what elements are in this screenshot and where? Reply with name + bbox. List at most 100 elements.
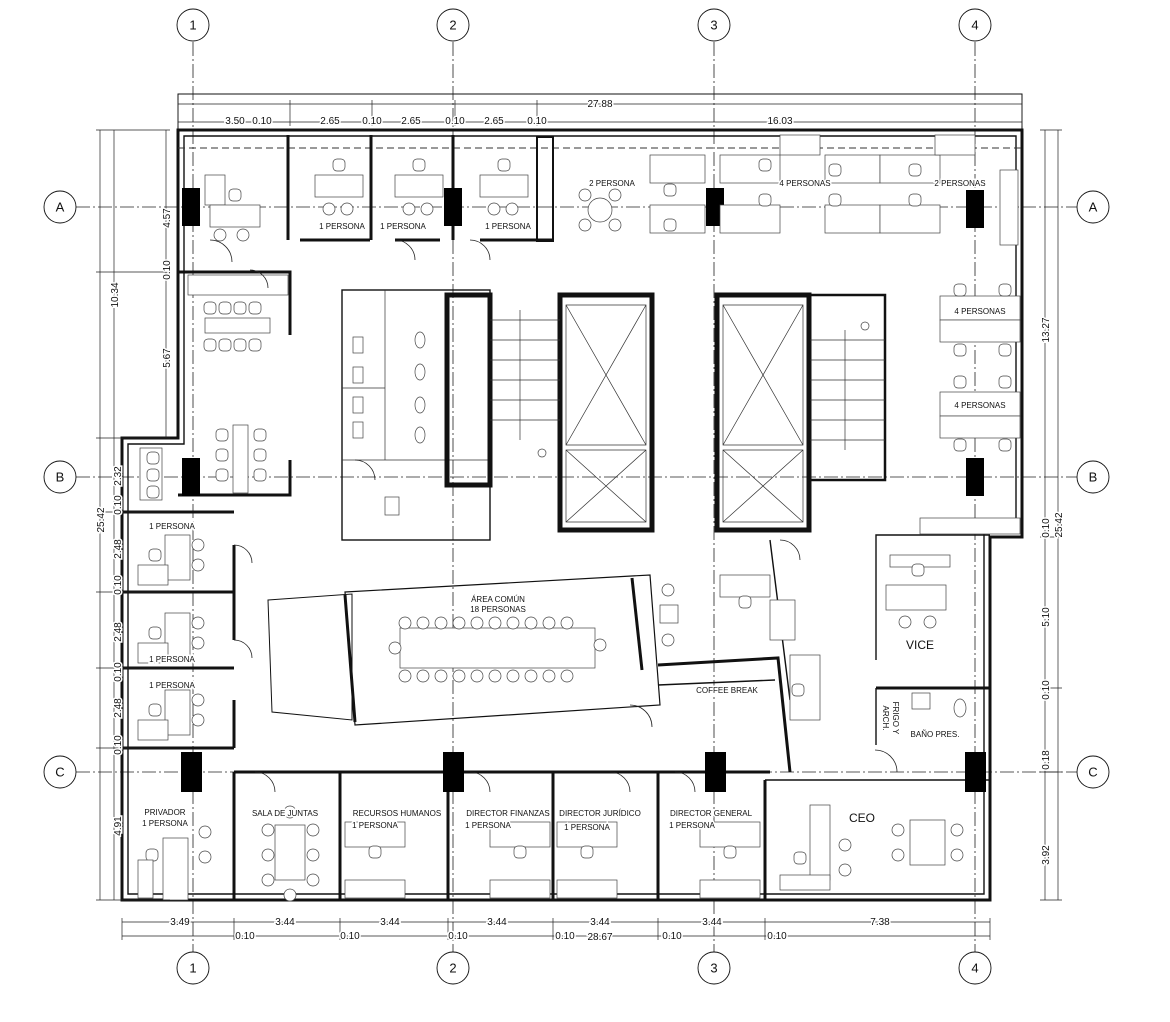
chair — [146, 485, 160, 499]
chair — [416, 616, 430, 630]
chair — [998, 283, 1012, 297]
dimension-text: 4.57 — [162, 208, 173, 228]
room-label-left-office-2: 1 PERSONA — [149, 655, 195, 664]
chair — [506, 669, 520, 683]
chair — [283, 805, 297, 819]
dimension-text: 2.65 — [320, 116, 340, 127]
chair — [950, 848, 964, 862]
grid-row-label: A — [56, 200, 65, 215]
door-swing — [874, 749, 898, 773]
chair — [452, 616, 466, 630]
grid-column-bubble — [436, 951, 470, 985]
chair — [215, 448, 229, 462]
table — [399, 627, 596, 669]
room-label-right-4-personas-a: 4 PERSONAS — [954, 307, 1005, 316]
chair — [578, 188, 592, 202]
chair — [828, 193, 842, 207]
chair — [248, 301, 262, 315]
smoke-detector-icon — [537, 448, 547, 458]
room-label-open-4-personas: 4 PERSONAS — [779, 179, 830, 188]
chair — [608, 218, 622, 232]
grid-row-bubble — [1076, 190, 1110, 224]
dimension-text: 25.42 — [1054, 512, 1065, 537]
chair — [505, 202, 519, 216]
table — [556, 821, 618, 848]
chair — [332, 158, 346, 172]
grid-column-bubble — [697, 8, 731, 42]
door-swing — [394, 239, 416, 261]
toilet — [414, 426, 426, 444]
table — [164, 612, 191, 659]
chair — [306, 848, 320, 862]
grid-column-label: 3 — [710, 961, 717, 976]
table — [137, 642, 169, 664]
chair — [452, 669, 466, 683]
table — [274, 824, 306, 881]
dimension-text: 3.50 — [225, 116, 245, 127]
table — [809, 804, 831, 881]
room-label-open-2-persona: 2 PERSONA — [589, 179, 635, 188]
dimension-text: 0.10 — [113, 575, 124, 595]
table — [479, 174, 529, 198]
column — [965, 752, 986, 792]
room-label-bano-pres: BAÑO PRES. — [911, 730, 960, 739]
table — [137, 564, 169, 586]
chair — [998, 438, 1012, 452]
table — [489, 821, 551, 848]
dimension-text: 0.10 — [1041, 680, 1052, 700]
dimension-text: 0.10 — [362, 116, 382, 127]
grid-column-label: 2 — [449, 961, 456, 976]
chair — [148, 703, 162, 717]
door-swing — [354, 459, 376, 481]
table — [911, 692, 931, 710]
dimension-text: 28.67 — [587, 932, 612, 943]
table — [352, 396, 364, 414]
table — [824, 204, 881, 234]
chair — [203, 338, 217, 352]
chair — [148, 548, 162, 562]
chair — [898, 615, 912, 629]
room-label-rrhh-capacity: 1 PERSONA — [352, 821, 398, 830]
chair — [470, 616, 484, 630]
column — [182, 188, 200, 226]
dimension-text: 3.44 — [275, 917, 295, 928]
chair — [416, 669, 430, 683]
table — [719, 204, 781, 234]
chair — [253, 448, 267, 462]
dimension-text: 0.10 — [113, 495, 124, 515]
chair — [402, 202, 416, 216]
chair — [542, 669, 556, 683]
grid-column-bubble — [436, 8, 470, 42]
chair — [261, 873, 275, 887]
grid-row-bubble — [1076, 460, 1110, 494]
dimension-text: 7.38 — [870, 917, 890, 928]
toilet — [953, 698, 967, 718]
chair — [791, 683, 805, 697]
chair — [891, 823, 905, 837]
dimension-text: 0.10 — [555, 931, 575, 942]
table — [344, 821, 406, 848]
room-label-dir-finanzas-capacity: 1 PERSONA — [465, 821, 511, 830]
chair — [253, 428, 267, 442]
dimension-text: 2.48 — [113, 622, 124, 642]
room-label-privador-capacity: 1 PERSONA — [142, 819, 188, 828]
dimension-text: 0.10 — [113, 662, 124, 682]
table — [699, 879, 761, 899]
grid-column-label: 1 — [189, 961, 196, 976]
grid-row-label: C — [1088, 765, 1097, 780]
column — [443, 752, 464, 792]
room-label-vice: VICE — [906, 638, 934, 652]
grid-row-bubble — [43, 755, 77, 789]
chair — [191, 558, 205, 572]
chair — [608, 188, 622, 202]
chair — [488, 669, 502, 683]
door-swing — [609, 771, 631, 793]
door-swing — [674, 771, 696, 793]
dimension-text: 0.10 — [252, 116, 272, 127]
grid-row-bubble — [43, 460, 77, 494]
room-label-frigo: FRIGO Y — [891, 702, 900, 735]
chair — [828, 163, 842, 177]
chair — [218, 338, 232, 352]
round-table — [587, 197, 613, 223]
door-swing — [249, 269, 269, 289]
